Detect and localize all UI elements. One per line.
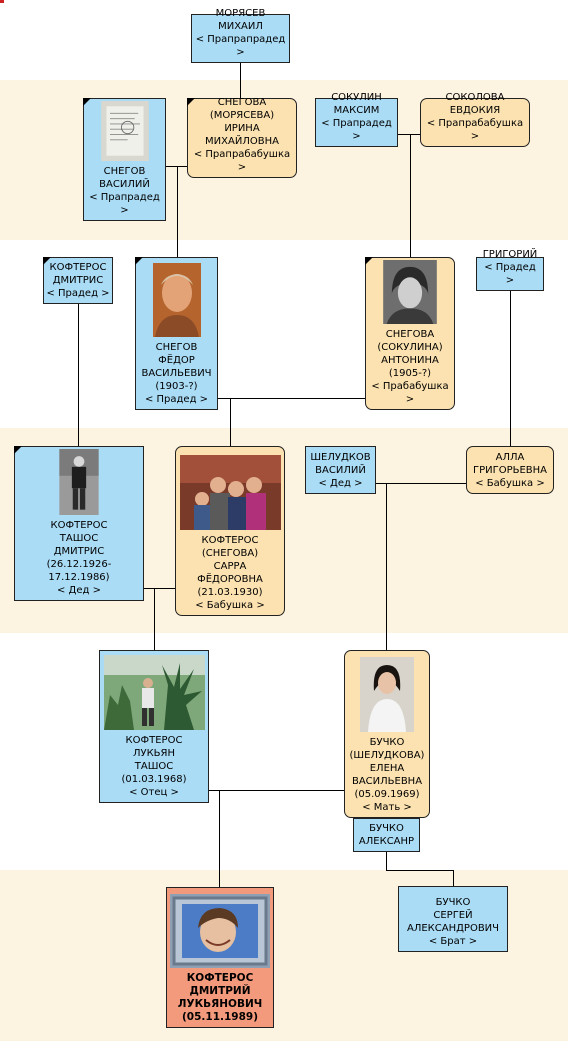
- person-name-line: СНЕГОВ: [103, 166, 146, 177]
- person-photo: [360, 657, 414, 732]
- person-kofteros-lukyan[interactable]: КОФТЕРОС ЛУКЬЯН ТАШОС (01.03.1968) < Оте…: [99, 650, 209, 803]
- person-name-line: ЛУКЬЯНОВИЧ: [177, 998, 263, 1010]
- person-name-line: СОКОЛОВА: [445, 92, 505, 103]
- relation-label: < Прадед >: [484, 262, 536, 286]
- person-alla-grigoryevna[interactable]: АЛЛА ГРИГОРЬЕВНА < Бабушка >: [466, 446, 554, 494]
- corner-marker: [0, 0, 4, 3]
- person-photo: [59, 449, 99, 515]
- person-name-line: (1905-?): [388, 368, 432, 379]
- person-name-line: СНЕГОВА: [217, 97, 267, 108]
- relation-label: < Прапрадед >: [89, 192, 160, 216]
- person-name-line: МОРЯСЕВ: [215, 8, 266, 19]
- person-name-line: СНЕГОВА: [385, 329, 435, 340]
- person-photo: [103, 655, 205, 730]
- person-name-line: ЕЛЕНА: [369, 763, 405, 774]
- person-sheludkov-vasiliy[interactable]: ШЕЛУДКОВ ВАСИЛИЙ < Дед >: [305, 446, 376, 494]
- person-name-line: ВАСИЛЬЕВНА: [351, 776, 423, 787]
- person-name-line: ТАШОС: [134, 761, 174, 772]
- person-grigoriy[interactable]: ГРИГОРИЙ < Прадед >: [476, 249, 544, 291]
- person-snegov-vasiliy[interactable]: СНЕГОВ ВАСИЛИЙ < Прапрадед >: [83, 98, 166, 221]
- person-snegova-irina[interactable]: СНЕГОВА (МОРЯСЕВА) ИРИНА МИХАЙЛОВНА < Пр…: [187, 97, 297, 178]
- relation-label: < Дед >: [57, 585, 101, 596]
- person-name-line: ВАСИЛИЙ: [99, 179, 150, 190]
- person-name-line: ИРИНА: [224, 123, 260, 134]
- person-name-line: ВАСИЛЬЕВИЧ: [141, 368, 212, 379]
- person-kofteros-tashos[interactable]: КОФТЕРОС ТАШОС ДМИТРИС (26.12.1926-17.12…: [14, 446, 144, 601]
- relation-label: < Прадед >: [144, 394, 209, 405]
- person-name-line: БУЧКО: [369, 737, 405, 748]
- person-snegov-fedor[interactable]: СНЕГОВ ФЁДОР ВАСИЛЬЕВИЧ (1903-?) < Праде…: [135, 257, 218, 410]
- relation-label: < Брат >: [428, 936, 478, 947]
- person-snegova-antonina[interactable]: СНЕГОВА (СОКУЛИНА) АНТОНИНА (1905-?) < П…: [365, 257, 455, 410]
- person-name-line: АЛЕКСАНР: [358, 835, 415, 847]
- person-photo: [170, 894, 270, 968]
- person-kofteros-dmitris[interactable]: КОФТЕРОС ДМИТРИС < Прадед >: [43, 257, 113, 304]
- person-morjasev-mikhail[interactable]: МОРЯСЕВ МИХАИЛ < Прапрапрадед >: [191, 8, 290, 63]
- relation-label: < Прапрапрадед >: [195, 34, 286, 58]
- person-name-line: (05.11.1989): [181, 1011, 259, 1023]
- relation-label: < Прадед >: [46, 288, 110, 299]
- person-kofteros-sarra[interactable]: КОФТЕРОС (СНЕГОВА) САРРА ФЁДОРОВНА (21.0…: [175, 446, 285, 616]
- person-photo: [100, 101, 149, 161]
- person-name-line: БУЧКО: [435, 897, 471, 908]
- person-name-line: ФЁДОР: [158, 355, 195, 366]
- person-photo: [179, 455, 281, 530]
- person-name-line: САРРА: [213, 561, 247, 572]
- person-name-line: (СНЕГОВА): [201, 548, 259, 559]
- relation-label: < Прапрадед >: [321, 118, 392, 142]
- person-sokulin-maksim[interactable]: СОКУЛИН МАКСИМ < Прапрадед >: [315, 92, 398, 147]
- person-name-line: ДМИТРИЙ: [189, 985, 251, 997]
- person-name-line: (МОРЯСЕВА): [209, 110, 275, 121]
- relation-label: < Бабушка >: [195, 600, 265, 611]
- person-sokolova-evdokiya[interactable]: СОКОЛОВА ЕВДОКИЯ < Прапрабабушка >: [420, 92, 530, 147]
- person-name-line: ГРИГОРЬЕВНА: [472, 465, 547, 476]
- relation-label: < Бабушка >: [475, 478, 545, 489]
- person-name-line: КОФТЕРОС: [49, 262, 107, 273]
- relation-label: < Мать >: [362, 802, 412, 813]
- person-name-line: КОФТЕРОС: [201, 535, 259, 546]
- person-name-line: ГРИГОРИЙ: [482, 249, 538, 260]
- person-name-line: МИХАИЛ: [218, 21, 263, 32]
- relation-label: < Отец >: [129, 787, 179, 798]
- person-name-line: МАКСИМ: [333, 105, 380, 116]
- person-name-line: БУЧКО: [369, 822, 404, 834]
- person-name-line: (21.03.1930): [197, 587, 263, 598]
- person-name-line: СЕРГЕЙ: [433, 910, 473, 921]
- person-name-line: ЛУКЬЯН: [132, 748, 176, 759]
- person-name-line: (1903-?): [155, 381, 198, 392]
- relation-label: < Прапрабабушка >: [193, 149, 291, 173]
- relation-label: < Прапрабабушка >: [426, 118, 524, 142]
- person-name-line: (СОКУЛИНА): [377, 342, 443, 353]
- person-buchko-aleksandr[interactable]: БУЧКО АЛЕКСАНР: [353, 818, 420, 852]
- person-self-kofteros-dmitriy[interactable]: КОФТЕРОС ДМИТРИЙ ЛУКЬЯНОВИЧ (05.11.1989): [166, 887, 274, 1028]
- person-photo: [152, 263, 201, 337]
- person-name-line: ДМИТРИС: [52, 275, 104, 286]
- person-photo: [383, 260, 437, 324]
- person-buchko-elena[interactable]: БУЧКО (ШЕЛУДКОВА) ЕЛЕНА ВАСИЛЬЕВНА (05.0…: [344, 650, 430, 818]
- person-name-line: СНЕГОВ: [155, 342, 198, 353]
- person-name-line: (ШЕЛУДКОВА): [349, 750, 425, 761]
- person-name-line: КОФТЕРОС: [50, 520, 108, 531]
- person-name-line: (26.12.1926-17.12.1986): [46, 559, 112, 583]
- person-buchko-sergey[interactable]: БУЧКО СЕРГЕЙ АЛЕКСАНДРОВИЧ < Брат >: [398, 886, 508, 952]
- person-name-line: АНТОНИНА: [381, 355, 439, 366]
- person-name-line: СОКУЛИН: [331, 92, 382, 103]
- person-name-line: ДМИТРИС: [53, 546, 105, 557]
- relation-label: < Прабабушка >: [371, 381, 449, 405]
- person-name-line: (05.09.1969): [354, 789, 420, 800]
- person-name-line: (01.03.1968): [121, 774, 187, 785]
- relation-label: < Дед >: [318, 478, 363, 489]
- person-name-line: ЕВДОКИЯ: [449, 105, 501, 116]
- person-name-line: АЛЕКСАНДРОВИЧ: [406, 923, 500, 934]
- person-name-line: АЛЛА: [495, 452, 525, 463]
- person-name-line: КОФТЕРОС: [125, 735, 183, 746]
- person-name-line: ТАШОС: [59, 533, 99, 544]
- person-name-line: ВАСИЛИЙ: [315, 465, 366, 476]
- person-name-line: ФЁДОРОВНА: [197, 574, 263, 585]
- person-name-line: МИХАЙЛОВНА: [205, 136, 279, 147]
- person-name-line: КОФТЕРОС: [186, 972, 254, 984]
- person-name-line: ШЕЛУДКОВ: [310, 452, 371, 463]
